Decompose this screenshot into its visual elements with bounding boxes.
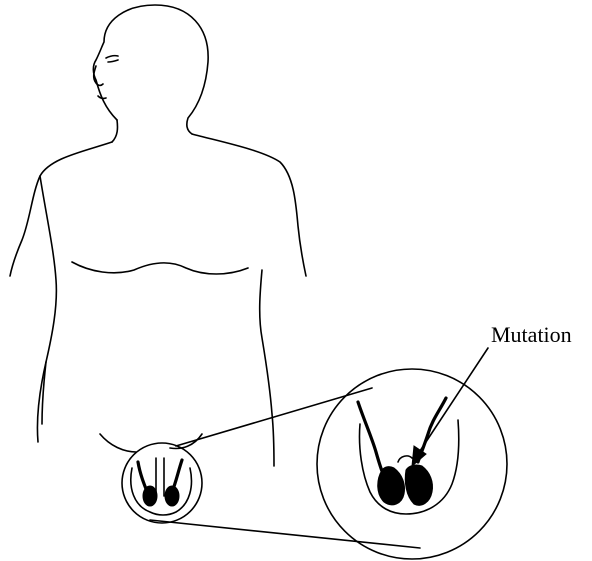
- neck-left: [112, 120, 117, 142]
- eye-mark: [106, 56, 118, 62]
- torso-left-side: [37, 176, 56, 442]
- small-left-gonad: [143, 486, 157, 506]
- magnified-connector: [398, 456, 412, 462]
- right-shoulder-arm: [192, 134, 306, 276]
- magnified-left-gonad: [378, 467, 405, 505]
- mutation-label: Mutation: [491, 322, 572, 348]
- small-inset-circle: [122, 443, 202, 523]
- torso-right-side: [260, 270, 274, 466]
- small-inset: [122, 443, 202, 523]
- small-right-gonad: [165, 486, 179, 506]
- connector-lower: [150, 520, 420, 548]
- human-body-outline: [10, 5, 306, 466]
- small-central-tube: [156, 458, 164, 496]
- chest-line: [72, 262, 248, 274]
- head-outline: [93, 5, 208, 134]
- nose-outline: [94, 66, 103, 85]
- left-shoulder-arm: [10, 142, 112, 276]
- mutation-arrow-shaft: [418, 348, 488, 454]
- magnified-right-gonad: [405, 465, 432, 505]
